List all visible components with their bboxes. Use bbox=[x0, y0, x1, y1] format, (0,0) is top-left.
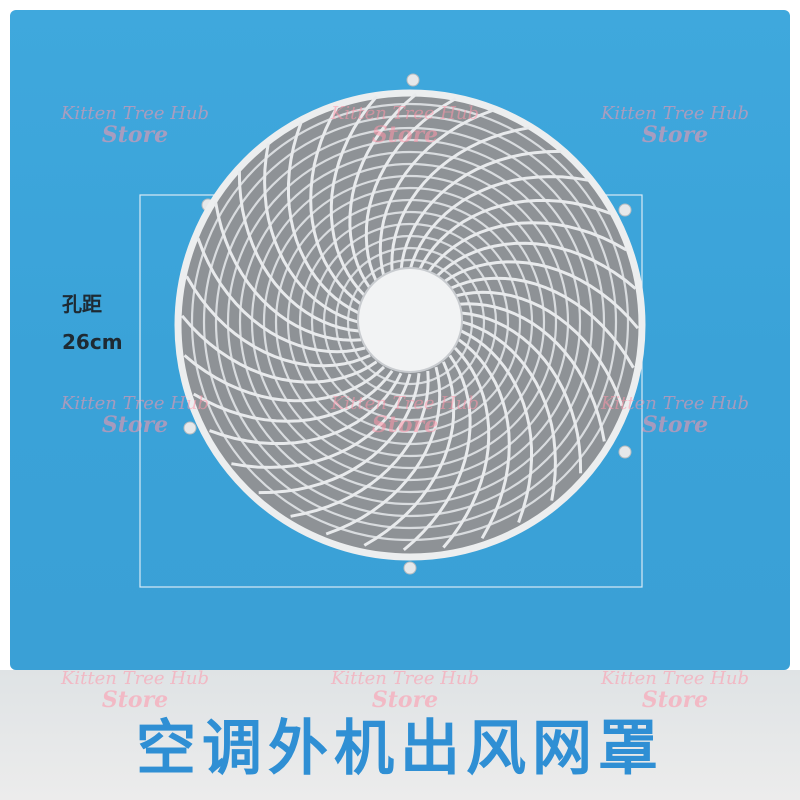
grille-ring bbox=[310, 222, 510, 422]
grille-spoke bbox=[348, 92, 418, 290]
grille-spoke bbox=[442, 346, 491, 549]
grille-spoke bbox=[460, 329, 533, 523]
grille-spoke bbox=[363, 361, 456, 547]
grille-spoke bbox=[325, 366, 442, 536]
grille-ring bbox=[202, 114, 618, 530]
grille-spoke bbox=[449, 276, 635, 369]
grille-concentric-rings bbox=[190, 102, 630, 542]
grille-spoke bbox=[461, 320, 557, 501]
caption-band bbox=[0, 670, 800, 800]
grille-spoke bbox=[214, 202, 362, 342]
grille-spoke bbox=[258, 373, 421, 495]
grille-spoke bbox=[402, 354, 472, 552]
grille-spoke bbox=[408, 175, 589, 271]
grille-spoke bbox=[237, 170, 359, 333]
grille-spoke bbox=[309, 104, 363, 306]
product-caption: 空调外机出风网罩 bbox=[136, 714, 664, 784]
grille-spoke bbox=[399, 149, 562, 271]
grille-ring bbox=[334, 246, 486, 398]
grille-spoke bbox=[287, 121, 360, 315]
grille-ring bbox=[262, 174, 558, 470]
grille-spoke bbox=[457, 338, 511, 540]
grille-spoke bbox=[378, 108, 495, 278]
grille-spoke bbox=[458, 302, 606, 442]
grille-spoke bbox=[192, 369, 394, 423]
grille-spoke bbox=[231, 373, 412, 469]
grille-ring bbox=[250, 162, 570, 482]
grille-ring bbox=[190, 102, 630, 542]
grille-spoke bbox=[390, 126, 530, 274]
grille-spoke bbox=[263, 143, 359, 324]
grille-spoke bbox=[209, 372, 403, 445]
grille-spoke bbox=[426, 221, 628, 275]
grille-ring bbox=[226, 138, 594, 506]
grille-spoke bbox=[183, 354, 386, 403]
hole-spacing-label: 孔距 bbox=[62, 292, 102, 316]
grille-spokes bbox=[180, 92, 640, 552]
hole-spacing-value: 26cm bbox=[62, 330, 123, 354]
grille-spoke bbox=[185, 275, 371, 368]
grille-ring bbox=[238, 150, 582, 494]
grille-spoke bbox=[364, 97, 457, 283]
grille-ring bbox=[346, 258, 474, 386]
grille-spoke bbox=[290, 370, 430, 518]
grille-spoke bbox=[329, 95, 378, 298]
grille-spoke bbox=[454, 290, 624, 407]
grille-ring bbox=[298, 210, 522, 434]
grille-spoke bbox=[196, 237, 366, 354]
grille-spoke bbox=[180, 314, 378, 384]
grille-spoke bbox=[434, 241, 637, 290]
grille-spoke bbox=[461, 311, 583, 474]
grille-center-hub bbox=[357, 267, 463, 373]
grille-ring bbox=[214, 126, 606, 518]
grille-spoke bbox=[442, 260, 640, 330]
grille-spoke bbox=[417, 199, 611, 272]
grille-ring bbox=[274, 186, 546, 458]
